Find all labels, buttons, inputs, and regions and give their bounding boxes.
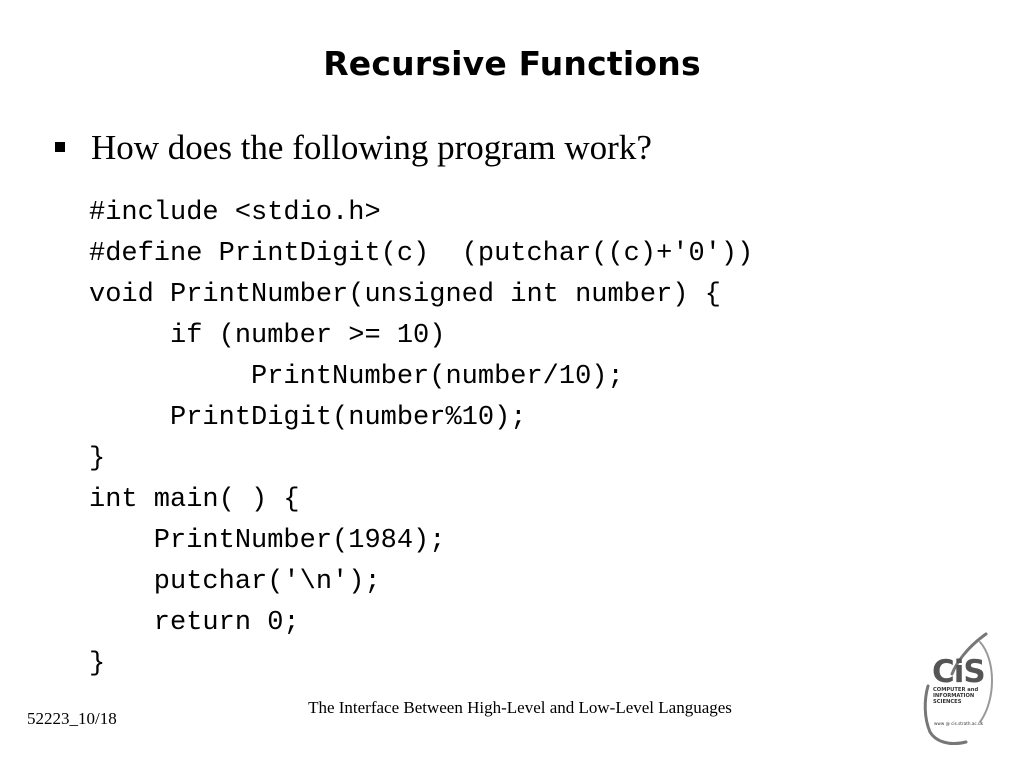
square-bullet-icon (55, 142, 65, 152)
code-block: #include <stdio.h> #define PrintDigit(c) … (89, 193, 753, 685)
cis-logo-icon: CiS COMPUTER and INFORMATION SCIENCES ww… (923, 632, 993, 746)
code-line: } (89, 649, 106, 679)
code-line: putchar('\n'); (89, 567, 381, 597)
logo-wordmark: CiS (932, 654, 985, 690)
code-line: return 0; (89, 608, 300, 638)
logo-line-1: COMPUTER and (933, 687, 978, 693)
footer-course-title: The Interface Between High-Level and Low… (308, 698, 732, 717)
code-line: void PrintNumber(unsigned int number) { (89, 280, 721, 310)
logo-line-2: INFORMATION (933, 693, 974, 699)
logo-url: www @ cis.strath.ac.uk (934, 721, 984, 726)
logo-line-3: SCIENCES (933, 699, 962, 705)
code-line: PrintNumber(number/10); (89, 362, 624, 392)
code-line: if (number >= 10) (89, 321, 446, 351)
code-line: int main( ) { (89, 485, 300, 515)
slide-title: Recursive Functions (323, 44, 701, 83)
code-line: #include <stdio.h> (89, 198, 381, 228)
bullet-text: How does the following program work? (91, 128, 652, 167)
code-line: PrintNumber(1984); (89, 526, 446, 556)
code-line: #define PrintDigit(c) (putchar((c)+'0')) (89, 239, 754, 269)
code-line: } (89, 444, 106, 474)
footer-page-number: 52223_10/18 (27, 709, 117, 728)
code-line: PrintDigit(number%10); (89, 403, 527, 433)
